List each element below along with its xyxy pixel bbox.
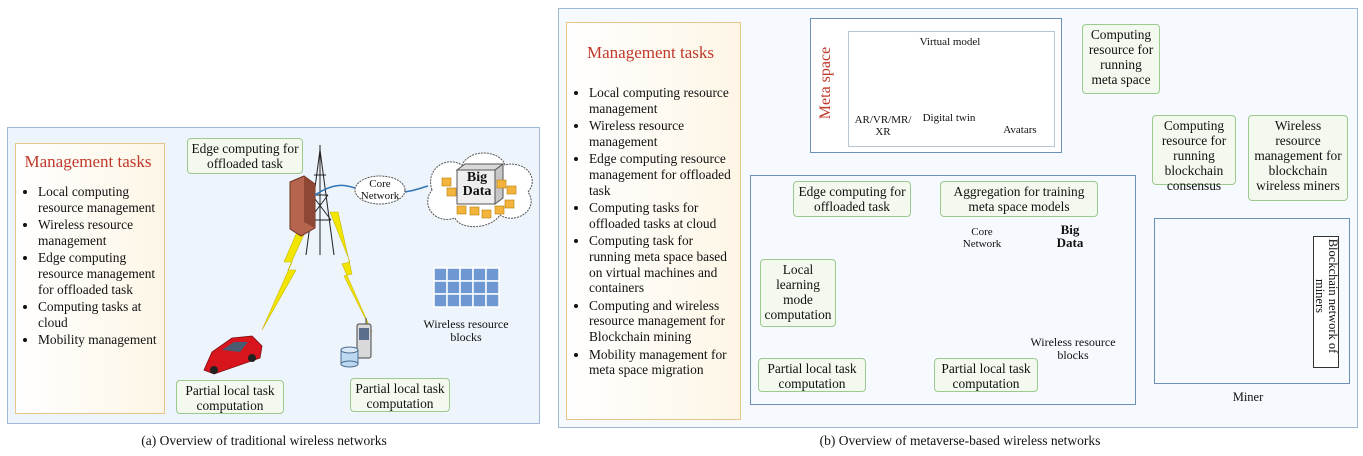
meta-space-inner <box>848 31 1055 147</box>
wireless-resource-blocks-icon <box>433 267 500 308</box>
panel-b-core-network-label: Core Network <box>962 226 1002 250</box>
panel-a-partial-right-label: Partial local task computation <box>350 378 450 412</box>
panel-a-big-data-label: Big Data <box>462 170 492 199</box>
panel-a-management-list: Local computing resource management Wire… <box>16 184 160 348</box>
panel-a-management-box: Management tasks Local computing resourc… <box>15 143 165 414</box>
blockchain-network-title-box <box>1313 236 1339 368</box>
big-data-box-icon <box>456 169 496 205</box>
digital-twin-label: Digital twin <box>922 112 976 124</box>
panel-a-management-title: Management tasks <box>24 152 152 171</box>
edge-server-icon <box>289 175 316 237</box>
panel-a-management-item: Local computing resource management <box>38 184 160 215</box>
panel-b-management-box: Management tasks Local computing resourc… <box>566 22 741 420</box>
data-cubes-icon <box>441 177 517 219</box>
panel-a-management-item: Mobility management <box>38 332 160 348</box>
panel-a-partial-left-label: Partial local task computation <box>176 380 284 414</box>
edge-network-box <box>750 175 1136 405</box>
backhaul-link <box>404 185 429 193</box>
aggregation-label: Aggregation for training meta space mode… <box>940 181 1098 217</box>
wireless-miners-label: Wireless resource management for blockch… <box>1248 115 1348 201</box>
panel-b-partial-left-label: Partial local task computation <box>758 358 866 392</box>
panel-b-management-item: Computing tasks for offloaded tasks at c… <box>589 200 734 231</box>
panel-b-wireless-blocks-label: Wireless resource blocks <box>1030 335 1116 362</box>
blockchain-network-title: Blockchain network of miners <box>1313 238 1340 354</box>
ar-vr-label: AR/VR/MR/ XR <box>854 114 912 138</box>
panel-b-management-item: Mobility management for meta space migra… <box>589 347 734 378</box>
computing-meta-label: Computing resource for running meta spac… <box>1082 24 1160 94</box>
panel-a-wireless-blocks-label: Wireless resource blocks <box>423 317 509 344</box>
core-network-cloud-icon <box>354 175 406 205</box>
backhaul-link <box>314 184 356 196</box>
panel-b-management-item: Computing task for running meta space ba… <box>589 233 734 295</box>
mobile-device-icon <box>356 318 372 359</box>
panel-b-management-item: Edge computing resource management for o… <box>589 151 734 198</box>
miner-label: Miner <box>1232 390 1264 404</box>
panel-a-management-item: Computing tasks at cloud <box>38 299 160 330</box>
computing-blockchain-label: Computing resource for running blockchai… <box>1152 115 1236 193</box>
panel-b-management-item: Wireless resource management <box>589 118 734 149</box>
wireless-link-bolt <box>261 224 306 331</box>
blockchain-network-box <box>1154 218 1350 384</box>
panel-a-management-item: Edge computing resource management for o… <box>38 250 160 297</box>
panel-b-management-title: Management tasks <box>587 43 714 62</box>
panel-b-management-list: Local computing resource management Wire… <box>567 85 734 378</box>
panel-b-management-item: Local computing resource management <box>589 85 734 116</box>
local-learning-label: Local learning mode computation <box>760 259 836 327</box>
panel-b-management-item: Computing and wireless resource manageme… <box>589 298 734 345</box>
storage-cylinder-icon <box>340 346 359 368</box>
panel-a-caption: (a) Overview of traditional wireless net… <box>141 433 387 448</box>
panel-b-edge-label: Edge computing for offloaded task <box>793 181 911 217</box>
panel-b-big-data-label: Big Data <box>1056 222 1084 250</box>
meta-space-box <box>810 18 1062 153</box>
car-icon <box>203 335 263 375</box>
wireless-link-bolt <box>329 211 373 333</box>
panel-b-caption: (b) Overview of metaverse-based wireless… <box>819 433 1101 448</box>
panel-a-management-item: Wireless resource management <box>38 217 160 248</box>
meta-space-title: Meta space <box>817 46 834 120</box>
avatars-label: Avatars <box>1003 124 1037 136</box>
panel-a-edge-label: Edge computing for offloaded task <box>187 138 303 174</box>
panel-a-core-network-label: Core Network <box>360 178 400 202</box>
virtual-model-label: Virtual model <box>919 36 981 48</box>
panel-b-partial-right-label: Partial local task computation <box>934 358 1038 392</box>
